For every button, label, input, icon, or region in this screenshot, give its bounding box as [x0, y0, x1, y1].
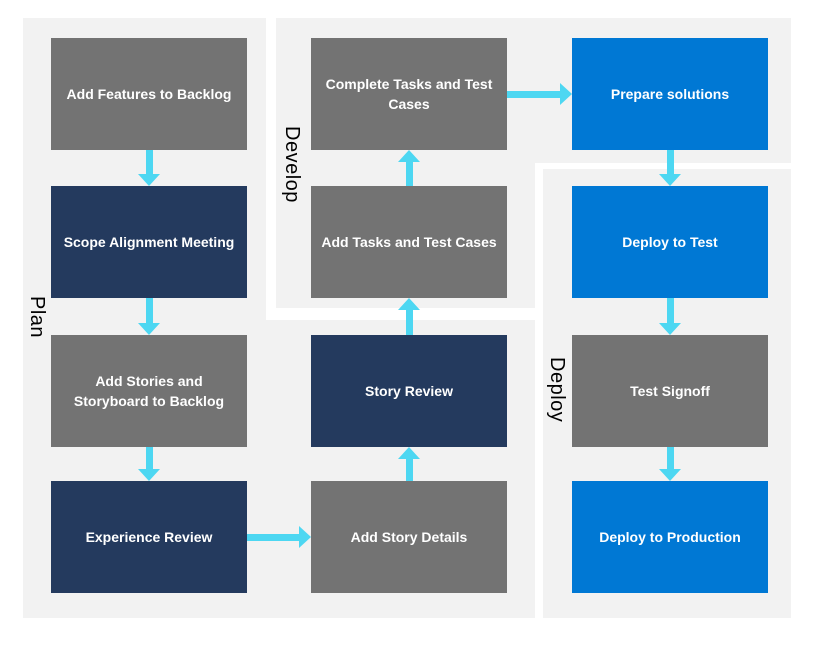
- step-label: Prepare solutions: [610, 86, 730, 102]
- step-add-stories-storyboard: Add Stories and Storyboard to Backlog: [51, 335, 247, 447]
- step-label: Add Stories and Storyboard to Backlog: [73, 373, 225, 409]
- step-label: Add Features to Backlog: [66, 86, 232, 102]
- step-label: Story Review: [365, 383, 453, 399]
- step-label: Deploy to Production: [599, 529, 741, 545]
- arrow-scope-alignment-to-add-stories: [138, 298, 160, 335]
- step-add-features-to-backlog: Add Features to Backlog: [51, 38, 247, 150]
- deploy-section-label: Deploy: [546, 357, 568, 423]
- develop-section-label: Develop: [281, 126, 303, 203]
- step-label: Test Signoff: [630, 383, 710, 399]
- step-label: Add Tasks and Test Cases: [321, 234, 497, 250]
- arrow-story-review-to-add-tasks: [398, 298, 420, 335]
- step-label: Scope Alignment Meeting: [63, 234, 235, 250]
- step-test-signoff: Test Signoff: [572, 335, 768, 447]
- step-label: Experience Review: [85, 529, 213, 545]
- arrow-deploy-test-to-test-signoff: [659, 298, 681, 335]
- arrow-prepare-solutions-to-deploy-test: [659, 150, 681, 186]
- arrow-add-features-to-scope-alignment: [138, 150, 160, 186]
- step-add-story-details: Add Story Details: [311, 481, 507, 593]
- step-label: Deploy to Test: [622, 234, 718, 250]
- arrow-test-signoff-to-deploy-production: [659, 447, 681, 481]
- arrow-add-story-details-to-story-review: [398, 447, 420, 481]
- step-deploy-to-test: Deploy to Test: [572, 186, 768, 298]
- arrow-complete-tasks-to-prepare-solutions: [507, 83, 572, 105]
- step-experience-review: Experience Review: [51, 481, 247, 593]
- step-prepare-solutions: Prepare solutions: [572, 38, 768, 150]
- arrow-add-tasks-to-complete-tasks: [398, 150, 420, 186]
- step-scope-alignment-meeting: Scope Alignment Meeting: [51, 186, 247, 298]
- arrow-experience-review-to-add-story-details: [247, 526, 311, 548]
- step-label: Add Story Details: [350, 529, 468, 545]
- plan-section-label: Plan: [26, 296, 48, 339]
- step-deploy-to-production: Deploy to Production: [572, 481, 768, 593]
- step-story-review: Story Review: [311, 335, 507, 447]
- step-complete-tasks-test-cases: Complete Tasks and Test Cases: [311, 38, 507, 150]
- step-add-tasks-test-cases: Add Tasks and Test Cases: [311, 186, 507, 298]
- arrow-add-stories-to-experience-review: [138, 447, 160, 481]
- step-label: Complete Tasks and Test Cases: [325, 76, 493, 112]
